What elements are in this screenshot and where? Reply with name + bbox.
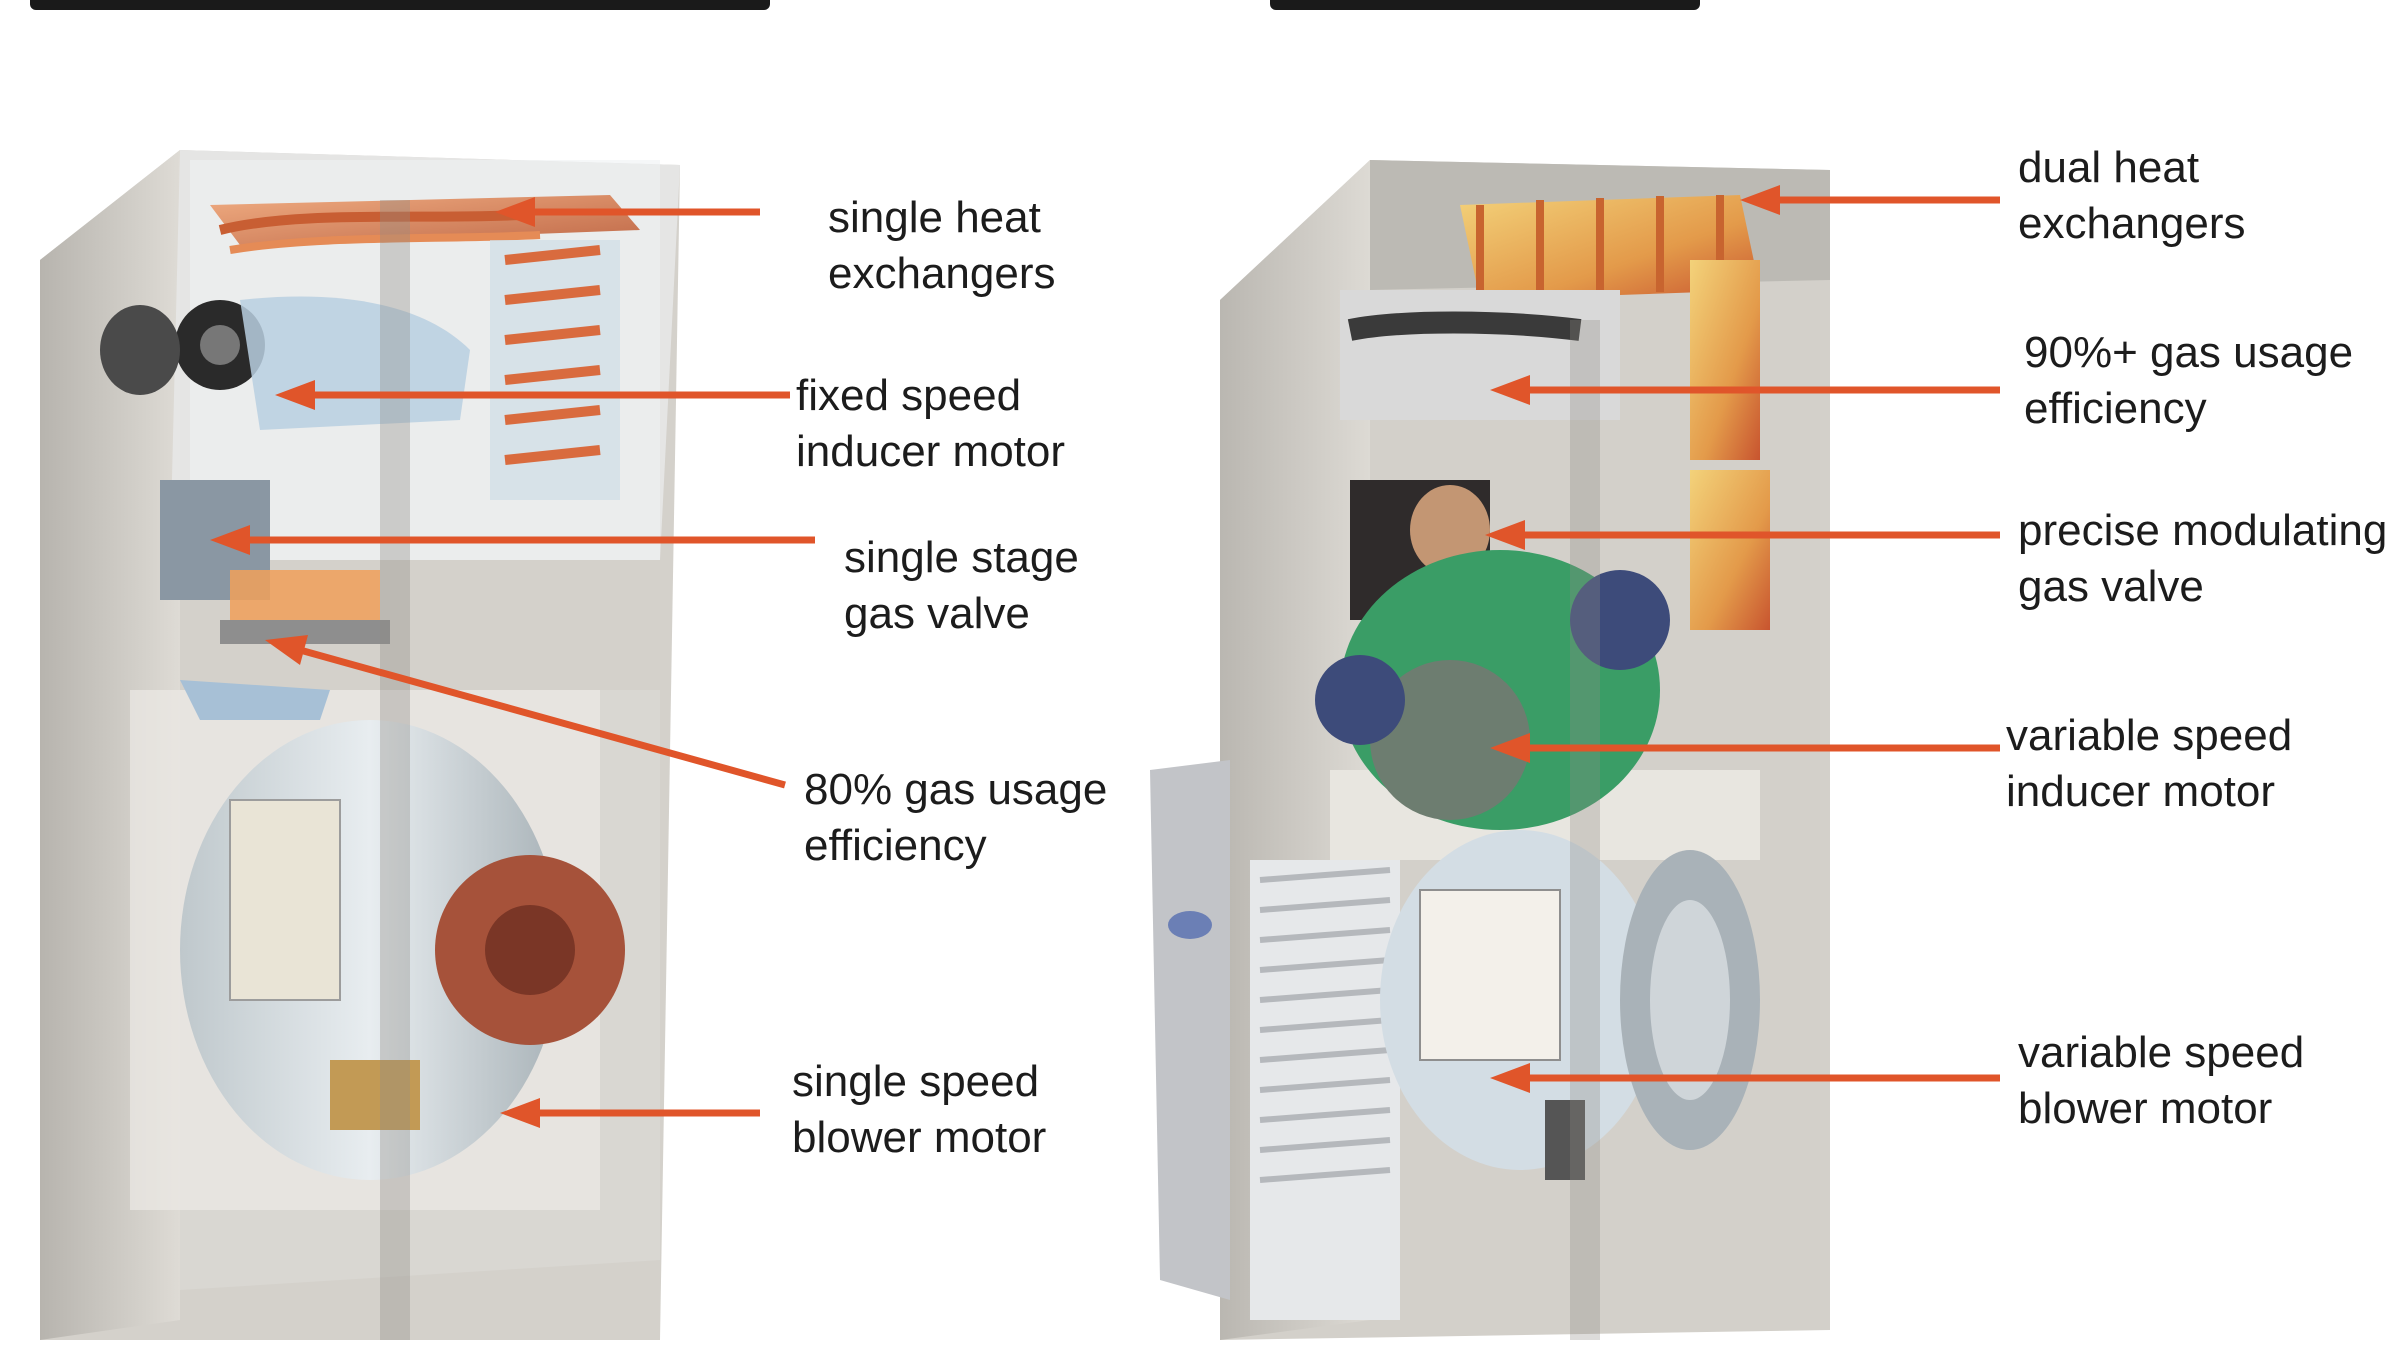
label-line: fixed speed (796, 371, 1022, 420)
label-line: 90%+ gas usage (2024, 328, 2354, 377)
label-90-gas-usage-efficiency: 90%+ gas usage efficiency (2024, 325, 2353, 437)
label-single-heat-exchangers: single heat exchangers (828, 190, 1055, 302)
label-line: dual heat (2018, 143, 2200, 192)
label-line: blower motor (2018, 1084, 2273, 1133)
label-variable-speed-inducer-motor: variable speed inducer motor (2006, 708, 2292, 820)
label-line: blower motor (792, 1113, 1047, 1162)
label-line: variable speed (2018, 1028, 2305, 1077)
label-line: exchangers (828, 249, 1056, 298)
label-line: gas valve (844, 589, 1030, 638)
label-fixed-speed-inducer-motor: fixed speed inducer motor (796, 368, 1065, 480)
label-single-stage-gas-valve: single stage gas valve (844, 530, 1079, 642)
left-title-cropped (30, 0, 770, 10)
label-line: efficiency (804, 821, 987, 870)
label-80-gas-usage-efficiency: 80% gas usage efficiency (804, 762, 1107, 874)
label-line: inducer motor (2006, 767, 2276, 816)
label-variable-speed-blower-motor: variable speed blower motor (2018, 1025, 2304, 1137)
left-front-panel (380, 200, 410, 1340)
label-line: exchangers (2018, 199, 2246, 248)
single-heat-exchanger-shape (210, 195, 640, 500)
right-title-cropped (1270, 0, 1700, 10)
label-precise-modulating-gas-valve: precise modulating gas valve (2018, 503, 2387, 615)
label-line: variable speed (2006, 711, 2293, 760)
left-callout-arrows (210, 197, 815, 1128)
right-callout-arrows (1485, 185, 2000, 1093)
variable-speed-inducer-shape (1315, 550, 1670, 830)
label-line: gas valve (2018, 562, 2204, 611)
label-single-speed-blower-motor: single speed blower motor (792, 1054, 1046, 1166)
single-speed-blower-shape (180, 720, 625, 1180)
label-line: 80% gas usage (804, 765, 1108, 814)
label-line: single speed (792, 1057, 1040, 1106)
label-line: efficiency (2024, 384, 2207, 433)
label-line: precise modulating (2018, 506, 2388, 555)
right-front-panel (1570, 320, 1600, 1340)
label-dual-heat-exchangers: dual heat exchangers (2018, 140, 2245, 252)
label-line: single stage (844, 533, 1079, 582)
label-line: single heat (828, 193, 1041, 242)
dual-heat-exchanger-shape (1460, 195, 1770, 630)
label-line: inducer motor (796, 427, 1066, 476)
